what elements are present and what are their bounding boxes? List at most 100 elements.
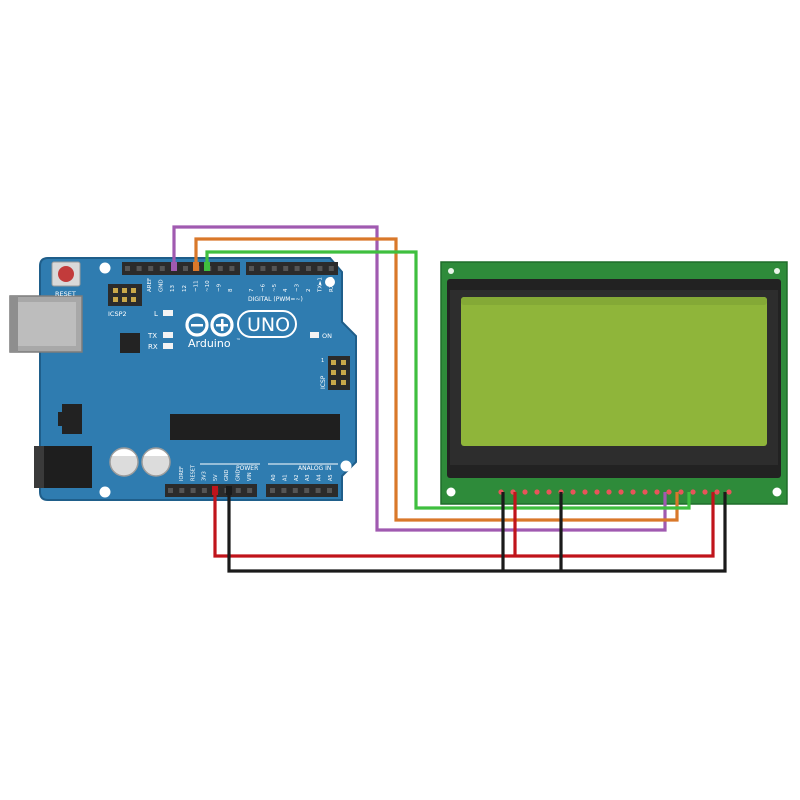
power-pin-label: 5V (213, 474, 219, 481)
digital-pin-label: ~6 (260, 283, 266, 292)
lcd-pin-pad (666, 489, 672, 495)
lcd-pin-pad (642, 489, 648, 495)
uno-label: UNO (247, 314, 290, 336)
header-pin (201, 488, 207, 493)
analog-pin-label: A0 (271, 474, 277, 481)
lcd-pin-pad (714, 489, 720, 495)
digital-pin-label: ~3 (295, 283, 301, 292)
header-pin (317, 266, 323, 271)
lcd-pin-pad (582, 489, 588, 495)
analog-label: ANALOG IN (298, 465, 331, 472)
header-pin (328, 266, 334, 271)
digital-pin-label: 7 (249, 288, 255, 292)
capacitor (141, 447, 171, 477)
lcd-pin-pad (594, 489, 600, 495)
digital-pin-label: AREF (147, 278, 153, 292)
led-tx-label: TX (147, 332, 157, 340)
lcd-pin-pad (570, 489, 576, 495)
lcd-module (440, 261, 788, 505)
mounting-hole (325, 277, 335, 287)
digital-pin-label: ~10 (205, 280, 211, 292)
digital-pin-label: RX◄0 (329, 276, 335, 292)
digital-pin-label: ~5 (272, 283, 278, 292)
power-jack-icon (34, 446, 92, 488)
icsp-header (328, 356, 350, 390)
mounting-hole (774, 268, 780, 274)
digital-pin-label: 13 (170, 285, 176, 292)
power-pin-label: GND (236, 469, 242, 481)
digital-pin-label: GND (159, 279, 165, 292)
wire-purple (172, 225, 667, 532)
header-pin (327, 488, 332, 493)
mounting-hole (99, 486, 111, 498)
header-pin (247, 488, 253, 493)
header-pin (190, 488, 196, 493)
power-pin-label: RESET (190, 464, 196, 481)
digital-label: DIGITAL (PWM=~) (248, 296, 303, 303)
led-l-label: L (154, 310, 158, 318)
lcd-pin-pad (702, 489, 708, 495)
power-header (165, 484, 257, 497)
header-pin (271, 266, 277, 271)
lcd-pin-pad (618, 489, 624, 495)
digital-pin-label: 4 (283, 288, 289, 292)
lcd-pin-pad (522, 489, 528, 495)
digital-header-right (246, 262, 338, 275)
mounting-hole (340, 460, 352, 472)
digital-pin-label: TX►1 (317, 277, 323, 293)
lcd-pin-pads (498, 489, 732, 495)
wire-ends (171, 262, 232, 495)
voltage-regulator (58, 404, 82, 434)
trademark-label: ™ (236, 338, 241, 344)
header-pin (294, 266, 300, 271)
header-pin (229, 266, 235, 271)
power-label: POWER (236, 465, 258, 472)
arduino-infinity-logo-icon (185, 313, 234, 337)
lcd-pin-pad (654, 489, 660, 495)
wire-orange (194, 237, 679, 522)
power-pin-label: IOREF (179, 466, 185, 481)
capacitor (109, 447, 139, 477)
header-pin (136, 266, 142, 271)
header-pin (304, 488, 310, 493)
header-pin (292, 488, 298, 493)
led-on-label: ON (322, 332, 332, 340)
lcd-pin-pad (630, 489, 636, 495)
header-pin (270, 488, 275, 493)
header-pin (281, 488, 287, 493)
wires (172, 225, 727, 573)
reset-label: RESET (55, 290, 76, 298)
analog-pin-label: A4 (317, 474, 323, 481)
lcd-screen (461, 297, 767, 446)
power-pin-label: 3V3 (202, 471, 208, 481)
digital-pin-label: 2 (306, 289, 312, 293)
icsp2-label: ICSP2 (108, 310, 127, 318)
header-pin (315, 488, 321, 493)
digital-pin-label: 12 (182, 285, 188, 292)
header-pin (235, 488, 241, 493)
lcd-pin-pad (606, 489, 612, 495)
header-pin (125, 266, 130, 271)
header-pin (260, 266, 266, 271)
icsp-label: ICSP (320, 375, 327, 389)
digital-pin-label: ~9 (217, 283, 223, 292)
led-rx (163, 343, 173, 349)
mounting-hole (446, 487, 456, 497)
header-pin (249, 266, 254, 271)
usb-chip (120, 333, 140, 353)
analog-pin-label: A1 (282, 474, 288, 481)
digital-header-left (122, 262, 240, 275)
reset-button-icon[interactable] (51, 261, 81, 287)
header-pin (168, 488, 173, 493)
analog-header (266, 484, 338, 497)
header-pin (159, 266, 165, 271)
header-pin (217, 266, 223, 271)
lcd-pin-pad (546, 489, 552, 495)
wire-red (213, 490, 715, 558)
digital-pin-label: ~11 (193, 280, 199, 292)
wire-black (227, 490, 727, 573)
led-l (163, 310, 173, 316)
microcontroller-chip (170, 414, 340, 440)
